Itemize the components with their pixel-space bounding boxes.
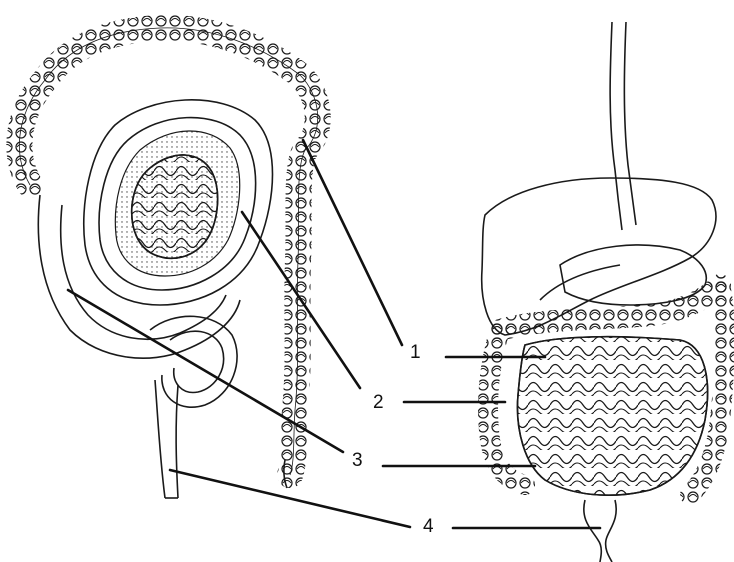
right-body-drawing (482, 22, 725, 562)
small-intestine (517, 337, 707, 495)
label-3: 3 (352, 451, 363, 470)
label-1: 1 (410, 343, 421, 362)
left-tract-drawing (19, 28, 317, 498)
esophagus (610, 22, 622, 230)
left-rectum (155, 380, 165, 498)
label-4: 4 (423, 517, 434, 536)
label-2: 2 (373, 393, 384, 412)
leader-line-1 (303, 140, 402, 345)
rectum (584, 500, 601, 562)
